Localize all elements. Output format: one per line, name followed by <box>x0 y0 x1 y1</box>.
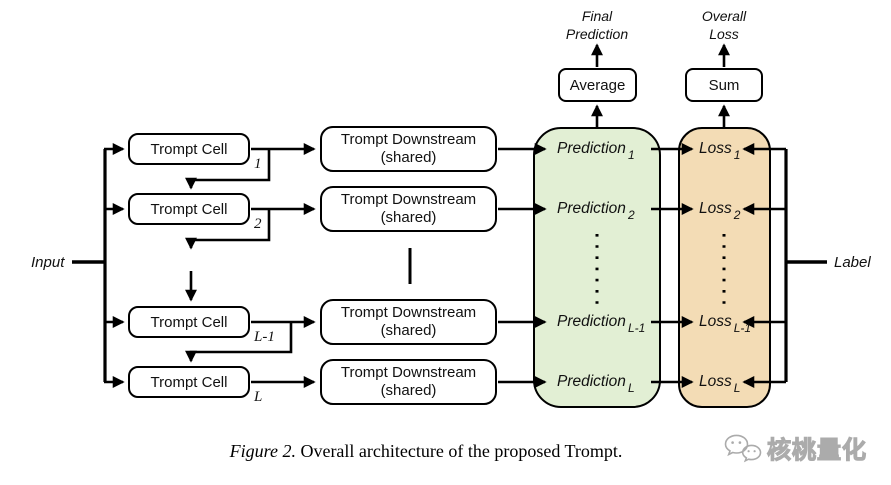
downstream-line1: Trompt Downstream <box>340 131 477 148</box>
prediction-label: Prediction <box>557 313 626 330</box>
final-prediction-line1: Final <box>581 8 613 24</box>
cell-2-index: 2 <box>254 216 262 232</box>
loss-index: 1 <box>733 148 741 162</box>
prediction-panel <box>533 127 661 408</box>
prediction-label: Prediction <box>557 200 626 217</box>
trompt-cell-1: Trompt Cell <box>128 133 250 165</box>
overall-loss-label: Overall Loss <box>676 7 772 43</box>
trompt-downstream-1: Trompt Downstream (shared) <box>320 126 497 172</box>
watermark: 核桃量化 <box>724 430 867 465</box>
trompt-downstream-2: Trompt Downstream (shared) <box>320 186 497 232</box>
cell-1-index: 1 <box>254 156 262 172</box>
cell3-to-cell4-feedback <box>185 322 293 363</box>
prediction-index: L-1 <box>627 321 646 335</box>
cell2-feedback-upper <box>185 209 271 250</box>
input-label: Input <box>31 254 65 271</box>
label-label: Label <box>834 254 871 271</box>
connectors-group <box>72 43 827 388</box>
loss-index: 2 <box>733 208 741 222</box>
downstream-line2: (shared) <box>380 149 437 166</box>
average-box: Average <box>558 68 637 102</box>
prediction-index: 2 <box>627 208 635 222</box>
downstream-line1: Trompt Downstream <box>340 304 477 321</box>
watermark-text: 核桃量化 <box>766 436 867 464</box>
trompt-downstream-4: Trompt Downstream (shared) <box>320 359 497 405</box>
trompt-cell-2: Trompt Cell <box>128 193 250 225</box>
cell1-to-cell2-feedback <box>185 149 271 190</box>
loss-label: Loss <box>699 313 732 330</box>
figure-caption: Figure 2. Overall architecture of the pr… <box>96 441 756 462</box>
loss-label: Loss <box>699 140 732 157</box>
final-prediction-label: Final Prediction <box>549 7 645 43</box>
downstream-line1: Trompt Downstream <box>340 364 477 381</box>
cell-4-index: L <box>254 389 263 405</box>
prediction-index: 1 <box>627 148 635 162</box>
prediction-label: Prediction <box>557 373 626 390</box>
caption-text: Overall architecture of the proposed Tro… <box>300 441 623 461</box>
sum-box: Sum <box>685 68 763 102</box>
downstream-line2: (shared) <box>380 322 437 339</box>
loss-index: L <box>733 381 741 395</box>
caption-prefix: Figure 2. <box>229 441 296 461</box>
wechat-icon <box>724 434 762 462</box>
final-prediction-line2: Prediction <box>565 26 629 42</box>
loss-label: Loss <box>699 373 732 390</box>
cell-3-index: L-1 <box>254 329 275 345</box>
downstream-line2: (shared) <box>380 382 437 399</box>
loss-panel <box>678 127 771 408</box>
downstream-line1: Trompt Downstream <box>340 191 477 208</box>
overall-loss-line2: Loss <box>709 26 739 42</box>
trompt-cell-4: Trompt Cell <box>128 366 250 398</box>
trompt-cell-3: Trompt Cell <box>128 306 250 338</box>
prediction-index: L <box>627 381 635 395</box>
trompt-downstream-3: Trompt Downstream (shared) <box>320 299 497 345</box>
overall-loss-line1: Overall <box>701 8 747 24</box>
prediction-label: Prediction <box>557 140 626 157</box>
downstream-line2: (shared) <box>380 209 437 226</box>
loss-index: L-1 <box>733 321 752 335</box>
loss-label: Loss <box>699 200 732 217</box>
